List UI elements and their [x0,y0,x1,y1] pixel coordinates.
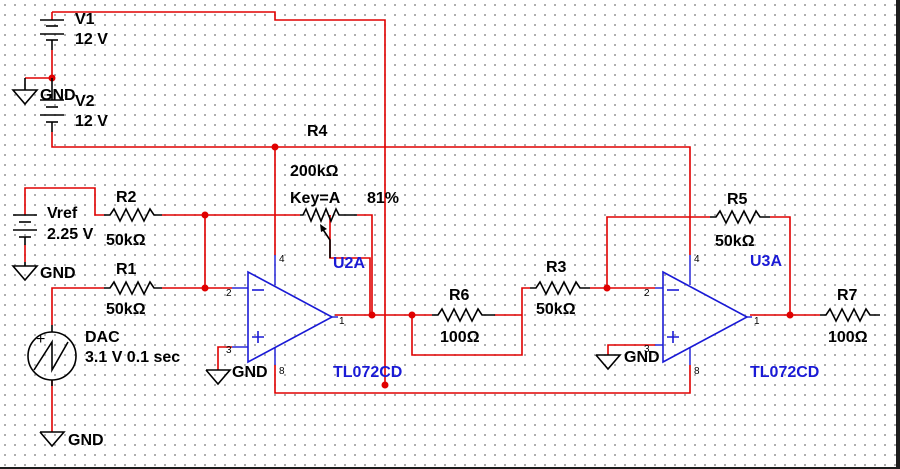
u2a-part: TL072CD [333,364,402,381]
junction-dot [201,211,209,219]
dac-source[interactable]: + [27,325,77,386]
r3-name: R3 [546,259,567,276]
junction-dot [408,311,416,319]
u3a-pin-2: 2 [644,288,650,299]
gnd-label: GND [624,349,660,366]
vref-value: 2.25 V [47,226,94,243]
u2a-pin-4: 4 [279,254,285,265]
ground-symbol [11,262,39,282]
wire-v1-top [51,11,386,385]
resistor-r3[interactable] [530,280,590,296]
v1-value: 12 V [75,31,108,48]
v1-name: V1 [75,11,95,28]
wire-dac-r1 [51,287,104,325]
resistor-r6[interactable] [432,307,495,323]
r5-name: R5 [727,191,748,208]
wire-u2a-vneg [274,365,691,394]
wire-u3a-fb [606,216,710,288]
ground-symbol [595,354,622,371]
r4-percent: 81% [367,190,399,207]
wire-u2a-noninv [217,346,232,370]
u2a-name: U2A [333,255,365,272]
u2a-pin-2: 2 [226,288,232,299]
junctions [48,74,794,389]
junction-dot [271,143,279,151]
u3a-name: U3A [750,253,782,270]
opamp-u2a[interactable] [232,255,338,365]
canvas-border-right [896,0,900,469]
u3a-part: TL072CD [750,364,819,381]
wire-r2-node [162,214,206,288]
vref-name: Vref [47,205,78,222]
u2a-pin-8: 8 [279,366,285,377]
r4-name: R4 [307,123,328,140]
gnd-label: GND [40,87,76,104]
resistor-r4[interactable] [300,206,357,224]
r4-value: 200kΩ [290,163,339,180]
r2-value: 50kΩ [106,232,146,249]
dac-plus-icon: + [36,331,45,348]
r4-key: Key=A [290,190,341,207]
battery-v1[interactable] [40,19,64,50]
resistor-r5[interactable] [710,209,770,225]
r7-name: R7 [837,287,858,304]
u2a-pin-3: 3 [226,345,232,356]
u3a-pin-1: 1 [754,316,760,327]
junction-dot [786,311,794,319]
wire-r4-wiper [329,215,371,315]
ground-symbol [205,369,232,386]
canvas-border-bottom [0,467,900,469]
r5-value: 50kΩ [715,233,755,250]
r2-name: R2 [116,189,137,206]
wire-vref [24,187,104,216]
u2a-pin-1: 1 [339,316,345,327]
r6-name: R6 [449,287,470,304]
junction-dot [603,284,611,292]
wire-r5-out [770,216,791,315]
wire-out-down [411,315,523,356]
junction-dot [368,311,376,319]
ground-symbol [11,78,39,106]
r3-value: 50kΩ [536,301,576,318]
wire-r3-left [521,287,530,315]
battery-v2[interactable] [40,78,64,132]
wire-u3a-noninv [607,344,655,355]
junction-dot [201,284,209,292]
r7-value: 100Ω [828,329,868,346]
u3a-pin-4: 4 [694,254,700,265]
opamp-u3a[interactable] [655,255,752,365]
r1-value: 50kΩ [106,301,146,318]
dac-value: 3.1 V 0.1 sec [85,349,180,366]
u3a-pin-8: 8 [694,366,700,377]
battery-vref[interactable] [13,214,37,245]
r1-name: R1 [116,261,137,278]
v2-name: V2 [75,93,95,110]
r4-wiper-arrow [320,224,331,258]
wire-v2-rail [51,132,691,255]
gnd-label: GND [232,364,268,381]
gnd-label: GND [40,265,76,282]
v2-value: 12 V [75,113,108,130]
resistor-r1[interactable] [104,280,162,296]
resistor-r2[interactable] [104,207,162,223]
r6-value: 100Ω [440,329,480,346]
wire-r4-right [357,214,373,315]
dac-name: DAC [85,329,120,346]
resistor-r7[interactable] [820,307,880,323]
u3a-pin-3: 3 [644,344,650,355]
wires [24,11,820,432]
ground-symbol [39,431,66,448]
junction-dot [381,381,389,389]
gnd-label: GND [68,432,104,449]
